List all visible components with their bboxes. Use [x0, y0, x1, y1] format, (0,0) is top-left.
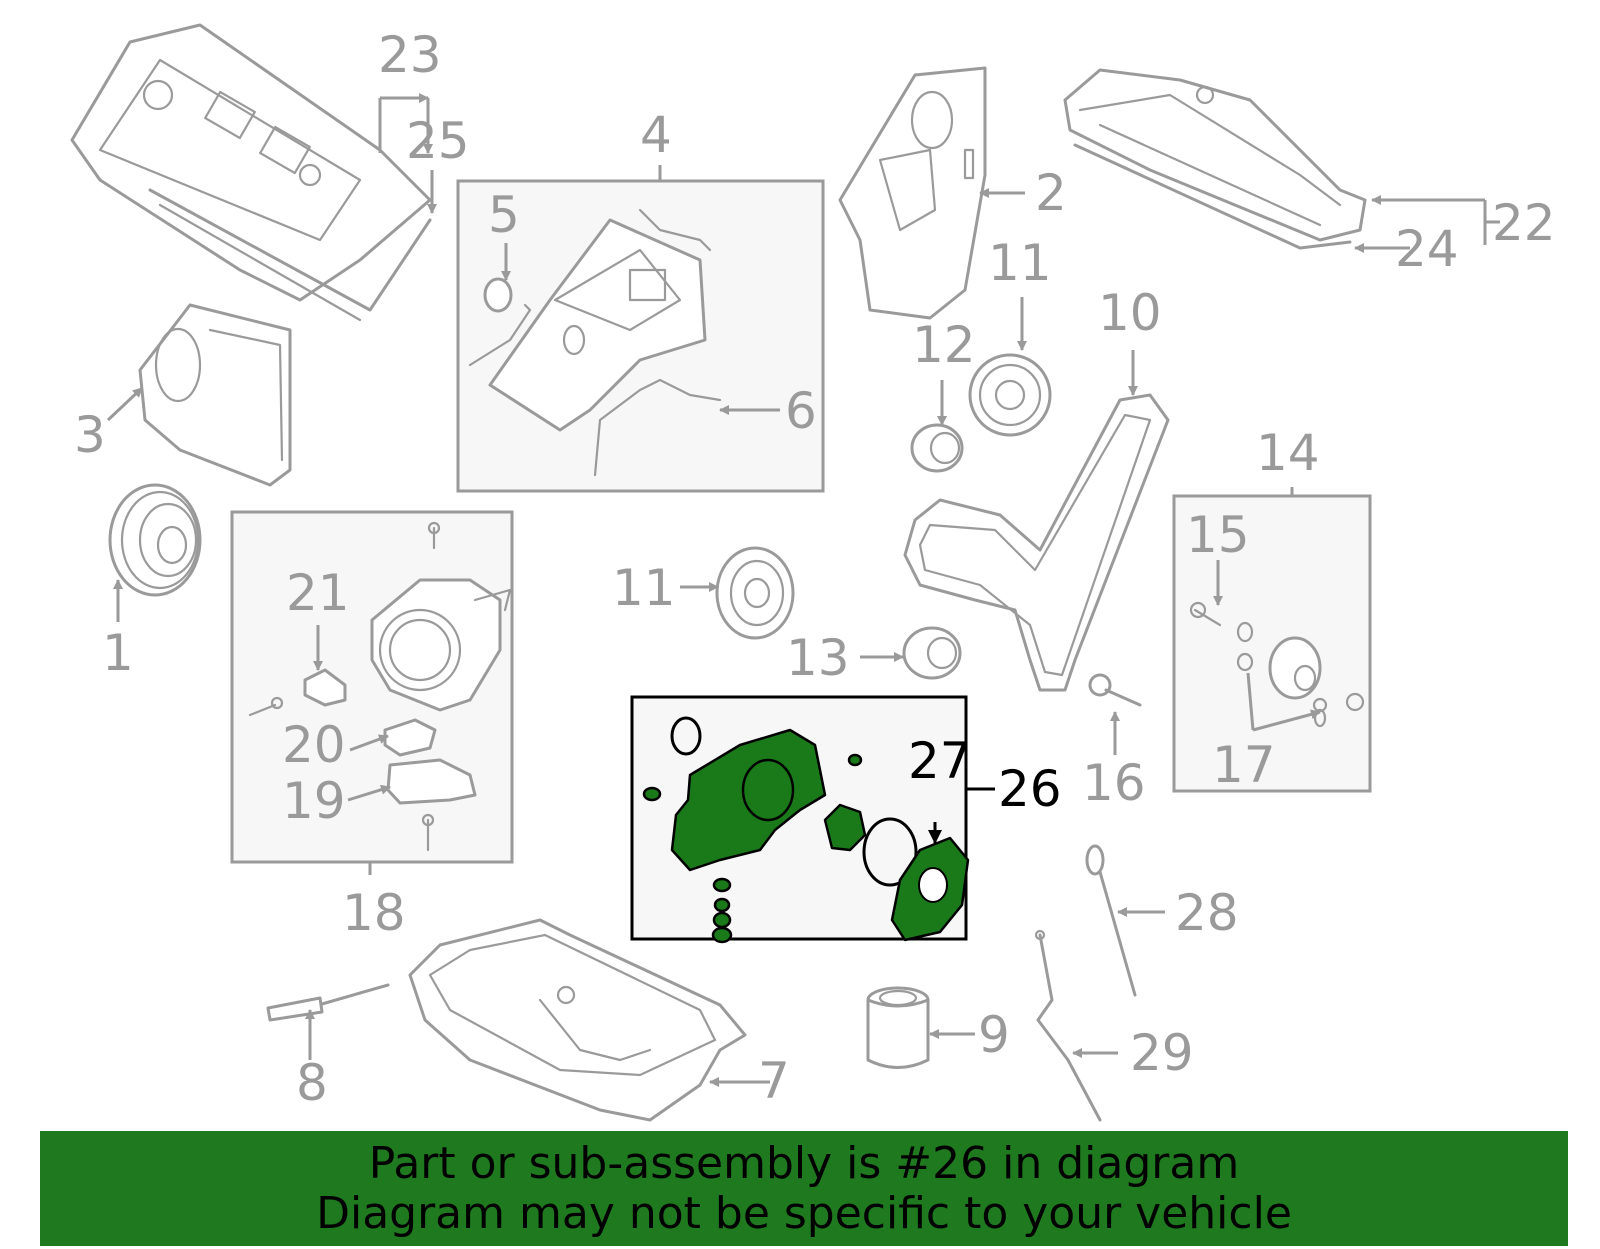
gasket-part-20[interactable] [383, 718, 437, 757]
banner-line-2: Diagram may not be specific to your vehi… [316, 1187, 1292, 1239]
sensor-part-21[interactable] [303, 668, 347, 707]
callout-1: 1 [102, 624, 134, 682]
callout-25: 25 [406, 112, 470, 170]
sensor-part-8[interactable] [266, 983, 390, 1022]
tensioner-assembly-part[interactable] [1189, 601, 1365, 728]
banner-line-1: Part or sub-assembly is #26 in diagram [368, 1137, 1240, 1189]
oil-pan-part[interactable] [408, 918, 747, 1122]
gasket-part-6[interactable] [593, 378, 722, 477]
callout-2: 2 [1035, 164, 1067, 222]
callout-6: 6 [785, 382, 817, 440]
callout-10: 10 [1098, 284, 1162, 342]
valve-cover-part[interactable] [70, 23, 432, 322]
callout-13: 13 [786, 629, 850, 687]
callout-5: 5 [488, 186, 520, 244]
callout-29: 29 [1130, 1024, 1194, 1082]
crank-pulley-part[interactable] [108, 483, 202, 597]
timing-cover-inner-part[interactable] [468, 208, 722, 477]
cam-sprocket-part-upper[interactable] [968, 353, 1052, 437]
callout-12: 12 [912, 316, 976, 374]
callout-22: 22 [1492, 194, 1556, 252]
notice-banner: Part or sub-assembly is #26 in diagram D… [40, 1131, 1568, 1246]
callout-11a: 11 [988, 234, 1052, 292]
cam-sprocket-part-lower[interactable] [715, 546, 795, 640]
callout-17: 17 [1212, 736, 1276, 794]
callout-28: 28 [1175, 884, 1239, 942]
callout-26: 26 [998, 760, 1062, 818]
callout-21: 21 [286, 564, 350, 622]
callout-23: 23 [378, 26, 442, 84]
callout-9: 9 [978, 1006, 1010, 1064]
oil-filter-part[interactable] [866, 986, 930, 1069]
callout-18: 18 [342, 884, 406, 942]
callout-8: 8 [296, 1054, 328, 1112]
callout-4: 4 [640, 106, 672, 164]
dipstick-part-28[interactable] [1085, 844, 1137, 997]
bolt-part-16[interactable] [1088, 673, 1142, 707]
callout-3: 3 [74, 406, 106, 464]
oil-pump-assembly-part-26[interactable] [642, 716, 970, 944]
leader-lines [106, 98, 1500, 1087]
group-box-14 [1172, 494, 1372, 793]
callout-11b: 11 [612, 559, 676, 617]
tensioner-pulley-part-13[interactable] [902, 626, 962, 680]
timing-belt-part[interactable] [903, 393, 1170, 692]
callout-7: 7 [758, 1052, 790, 1110]
idler-pulley-part-12[interactable] [910, 423, 964, 473]
callout-labels: 23 25 4 5 6 3 1 2 22 24 11 12 10 11 13 1… [74, 26, 1556, 1112]
callout-19: 19 [282, 772, 346, 830]
callout-27: 27 [908, 732, 972, 790]
timing-cover-lower-part[interactable] [138, 303, 292, 487]
right-valve-cover-part[interactable] [1063, 68, 1367, 250]
o-ring-part-5[interactable] [483, 277, 513, 313]
callout-14: 14 [1256, 424, 1320, 482]
callout-15: 15 [1186, 506, 1250, 564]
callout-16: 16 [1082, 754, 1146, 812]
dipstick-tube-part-29[interactable] [1034, 929, 1102, 1122]
upper-timing-cover-part[interactable] [838, 66, 987, 320]
callout-24: 24 [1395, 220, 1459, 278]
callout-20: 20 [282, 716, 346, 774]
